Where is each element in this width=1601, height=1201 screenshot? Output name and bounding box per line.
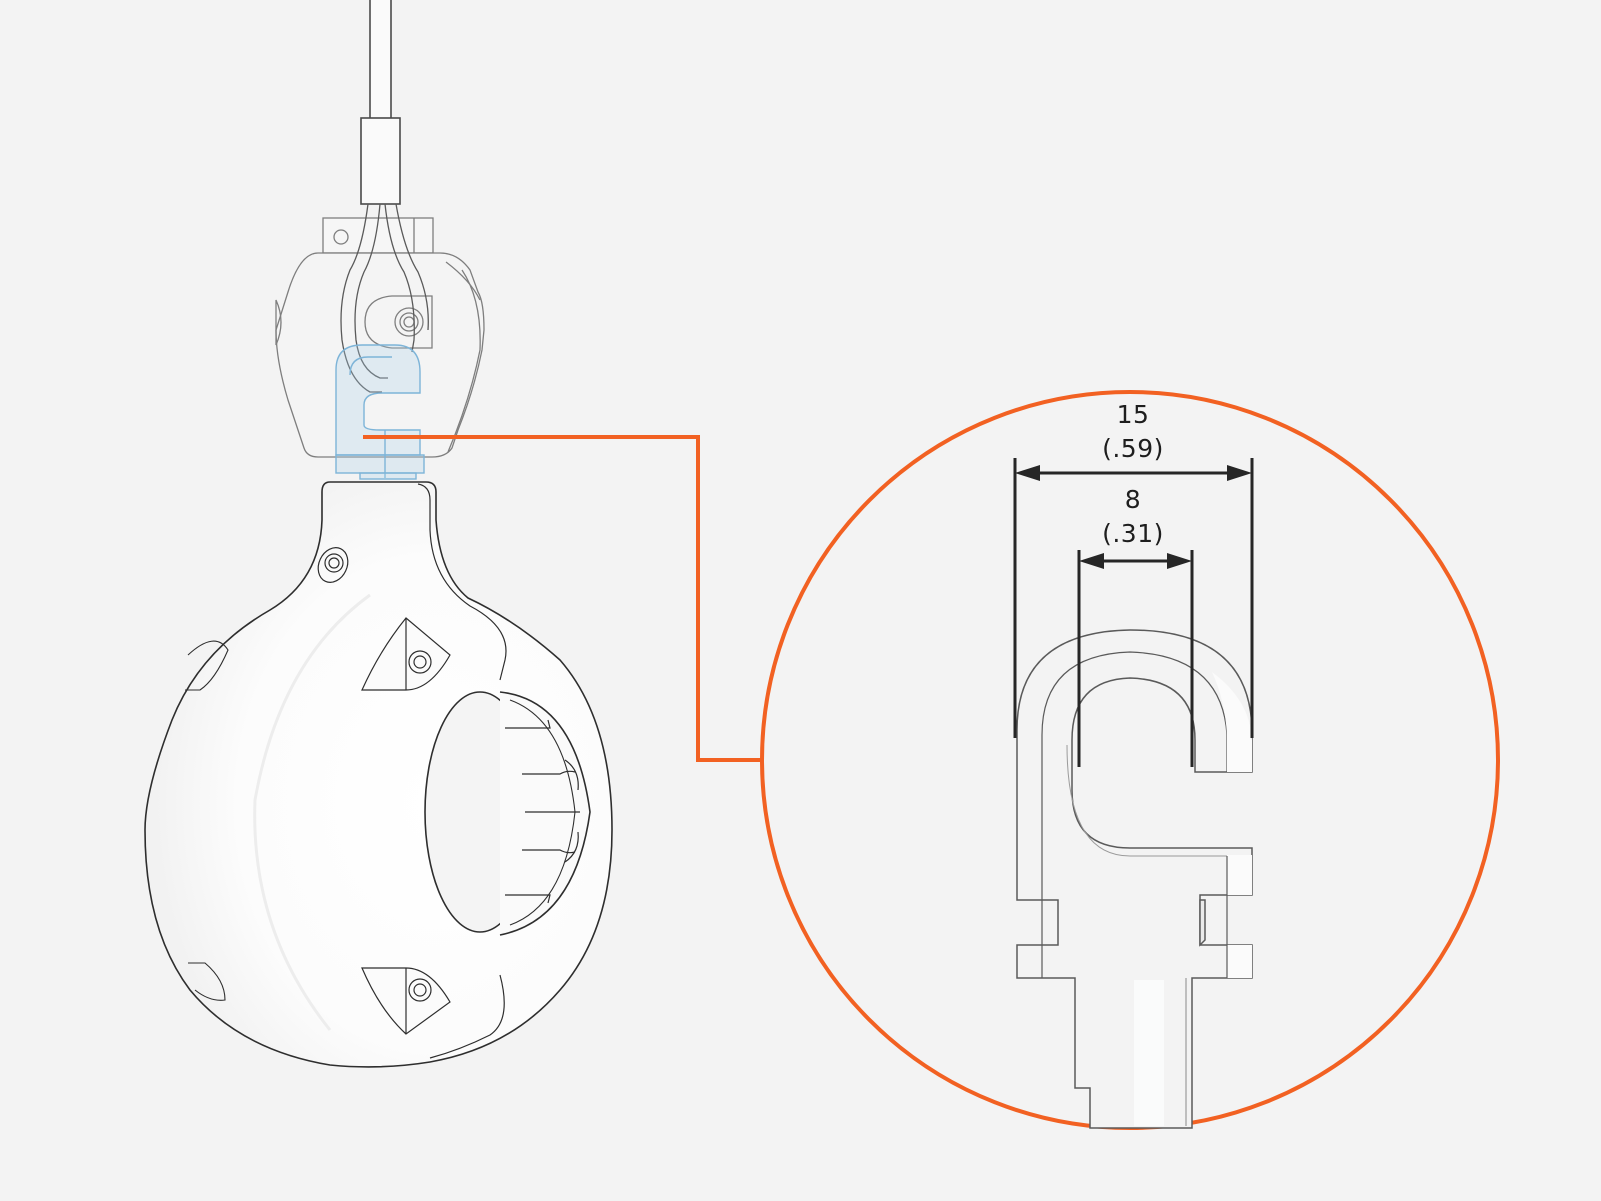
clamp-body <box>144 481 613 1068</box>
dimension-outer-label: 15 (.59) <box>1063 400 1203 464</box>
upper-pocket-screw <box>361 617 451 691</box>
leader-line <box>363 435 762 762</box>
suspension-cable <box>360 0 401 205</box>
neck-screw <box>317 547 349 583</box>
dimension-outer-value: 15 <box>1116 400 1150 429</box>
dimension-outer <box>1013 458 1254 738</box>
dimension-inner-label: 8 (.31) <box>1063 485 1203 549</box>
hook-detail <box>1016 629 1253 1129</box>
bore-ribs <box>505 719 580 904</box>
dimension-outer-alt-value: (.59) <box>1102 434 1164 463</box>
upper-housing <box>275 217 485 458</box>
dimension-inner-alt-value: (.31) <box>1102 519 1164 548</box>
dimension-inner-value: 8 <box>1124 485 1142 514</box>
cable-ferrule <box>360 117 401 205</box>
lower-pocket-screw <box>361 967 451 1035</box>
dimension-inner <box>1077 550 1194 767</box>
cable-loop <box>340 203 429 393</box>
